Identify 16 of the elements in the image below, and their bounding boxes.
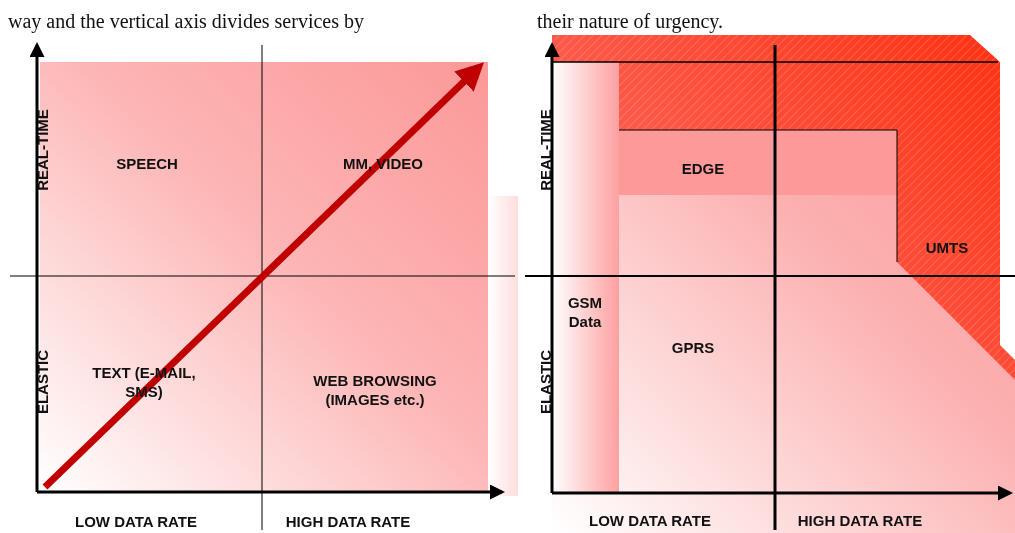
axis-label: HIGH DATA RATE (284, 511, 412, 531)
axis-label: ELASTIC (33, 349, 51, 415)
region-label: GSM Data (566, 293, 604, 331)
region-label: EDGE (680, 158, 726, 178)
axis-label: ELASTIC (536, 349, 554, 415)
quadrant-label: WEB BROWSING (IMAGES etc.) (312, 371, 438, 409)
axis-label: LOW DATA RATE (588, 510, 712, 530)
region-label: GPRS (670, 337, 716, 357)
region-label: UMTS (924, 237, 970, 257)
axis-label: REAL-TIME (33, 109, 51, 191)
quadrant-label: SPEECH (115, 153, 179, 173)
body-text: their nature of urgency. (537, 10, 724, 33)
body-text: way and the vertical axis divides services by (8, 10, 364, 33)
axis-label: LOW DATA RATE (74, 511, 198, 531)
axis-label: REAL-TIME (536, 109, 554, 191)
axis-label: HIGH DATA RATE (796, 510, 924, 530)
